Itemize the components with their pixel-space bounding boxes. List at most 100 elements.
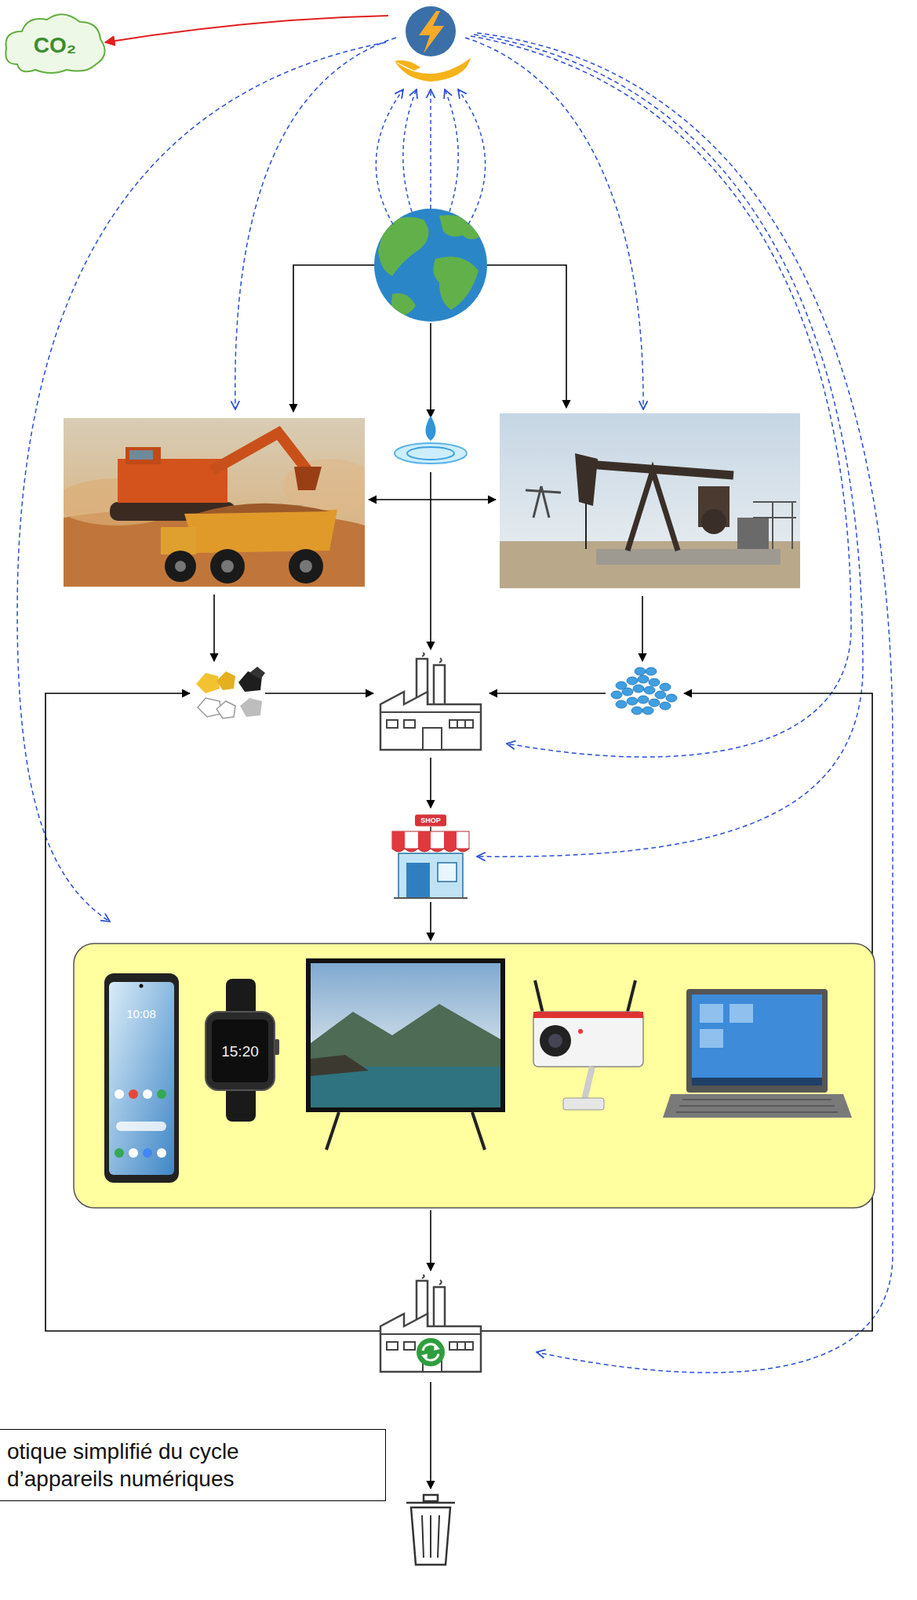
security-camera-picture (563, 1098, 605, 1110)
shop-sign-label: SHOP (420, 817, 441, 825)
caption-box: otique simplifié du cycle d’appareils nu… (0, 1429, 386, 1502)
energy-resource-arrows (429, 89, 432, 209)
energy-supply-arrows (17, 42, 386, 922)
oil-pump-picture (737, 517, 769, 550)
recycle-symbol (421, 1353, 428, 1361)
energy-resource-arrows (375, 89, 485, 225)
trash-bin-icon (423, 1495, 438, 1502)
mining-picture (125, 447, 161, 465)
plastic-pellets-icon (634, 667, 646, 676)
ore-icon (216, 671, 236, 691)
shop-icon (437, 862, 457, 882)
caption-text: otique simplifié du cycle d’appareils nu… (7, 1437, 321, 1493)
material-flow-arrows (429, 323, 432, 418)
earth-globe (439, 214, 483, 240)
plastic-pellets-icon (645, 667, 657, 676)
devices-panel (73, 943, 875, 1209)
shop-icon (398, 853, 463, 899)
plastic-pellets-icon (637, 675, 649, 684)
security-camera-picture (534, 980, 543, 1014)
smartwatch-picture (205, 978, 280, 1122)
co2-cloud (5, 14, 105, 73)
material-flow-arrows (368, 498, 496, 501)
smartphone-picture (156, 1148, 167, 1158)
mining-picture (184, 509, 338, 554)
security-camera-picture (578, 1029, 583, 1034)
plastic-pellets-icon (626, 697, 638, 706)
mining-picture (294, 466, 322, 491)
energy-supply-arrows (473, 34, 863, 857)
plastic-pellets-icon (637, 695, 649, 704)
laptop-picture (662, 1094, 852, 1118)
shop-icon (392, 831, 470, 849)
security-camera-picture (533, 980, 644, 1110)
material-flow-arrows (489, 692, 606, 695)
earth-globe (378, 217, 429, 277)
plastic-pellets-icon (642, 706, 654, 715)
oil-pump-picture (585, 503, 587, 550)
energy-resource-arrows (444, 89, 459, 212)
shop-icon (392, 848, 470, 852)
ore-icon (196, 666, 266, 719)
ore-icon (216, 701, 236, 719)
smartphone-picture (114, 1089, 124, 1099)
plastic-pellets-icon (655, 691, 666, 699)
co2-label: CO₂ (33, 34, 77, 57)
energy-resource-arrows (458, 89, 486, 225)
security-camera-picture (533, 1011, 644, 1019)
energy-icon (394, 6, 471, 82)
recycle-symbol (416, 1338, 445, 1367)
trash-bin-icon (422, 1515, 440, 1558)
material-flow-arrows (293, 265, 375, 412)
material-flow-arrows (487, 265, 567, 408)
trash-bin-icon (406, 1495, 455, 1565)
mining-picture (174, 560, 186, 572)
ore-icon (249, 666, 266, 680)
oil-pump-picture (753, 502, 797, 550)
shop-icon (414, 815, 447, 827)
plastic-pellets-icon (633, 684, 645, 693)
energy-supply-arrows (17, 32, 893, 1373)
ore-icon (240, 698, 262, 717)
watch-clock-label: 15:20 (221, 1044, 259, 1059)
shop-icon (406, 862, 430, 899)
shop-icon (392, 831, 405, 849)
smartphone-picture (142, 1089, 153, 1099)
recycling-factory-icon (380, 1274, 481, 1372)
mining-picture (63, 418, 365, 587)
smartphone-picture (142, 1148, 153, 1158)
shop-icon (418, 831, 431, 849)
mining-picture (196, 503, 330, 514)
plastic-pellets-icon (626, 676, 638, 685)
television-picture (305, 958, 506, 1113)
security-camera-picture (584, 1066, 593, 1100)
energy-icon (405, 6, 456, 57)
plastic-pellets-icon (622, 687, 634, 696)
oil-pump-picture (588, 464, 734, 476)
shop-icon (393, 897, 468, 899)
laptop-picture (686, 989, 828, 1093)
earth-globe (374, 208, 488, 322)
material-flow-arrows (213, 594, 215, 662)
television-picture (310, 963, 501, 1108)
smartwatch-picture (205, 1011, 275, 1091)
material-flow-arrows (429, 1382, 432, 1489)
television-picture (310, 963, 501, 1108)
material-flow-arrows (429, 902, 432, 941)
mining-picture (211, 433, 308, 471)
trash-bin-icon (406, 1502, 455, 1505)
television-picture (310, 1055, 369, 1077)
plastic-pellets-icon (648, 698, 660, 707)
emission-arrow (105, 15, 389, 43)
laptop-picture (691, 1077, 823, 1086)
laptop-picture (662, 989, 852, 1118)
phone-clock-label: 10:08 (126, 1007, 157, 1020)
shop-icon (392, 815, 470, 899)
mining-picture (299, 560, 313, 573)
smartphone-picture (128, 1089, 139, 1099)
energy-icon (394, 60, 421, 71)
mining-picture (164, 550, 197, 583)
material-flow-arrows (429, 1210, 432, 1271)
oil-pump-picture (574, 453, 598, 506)
television-picture (326, 1112, 485, 1150)
